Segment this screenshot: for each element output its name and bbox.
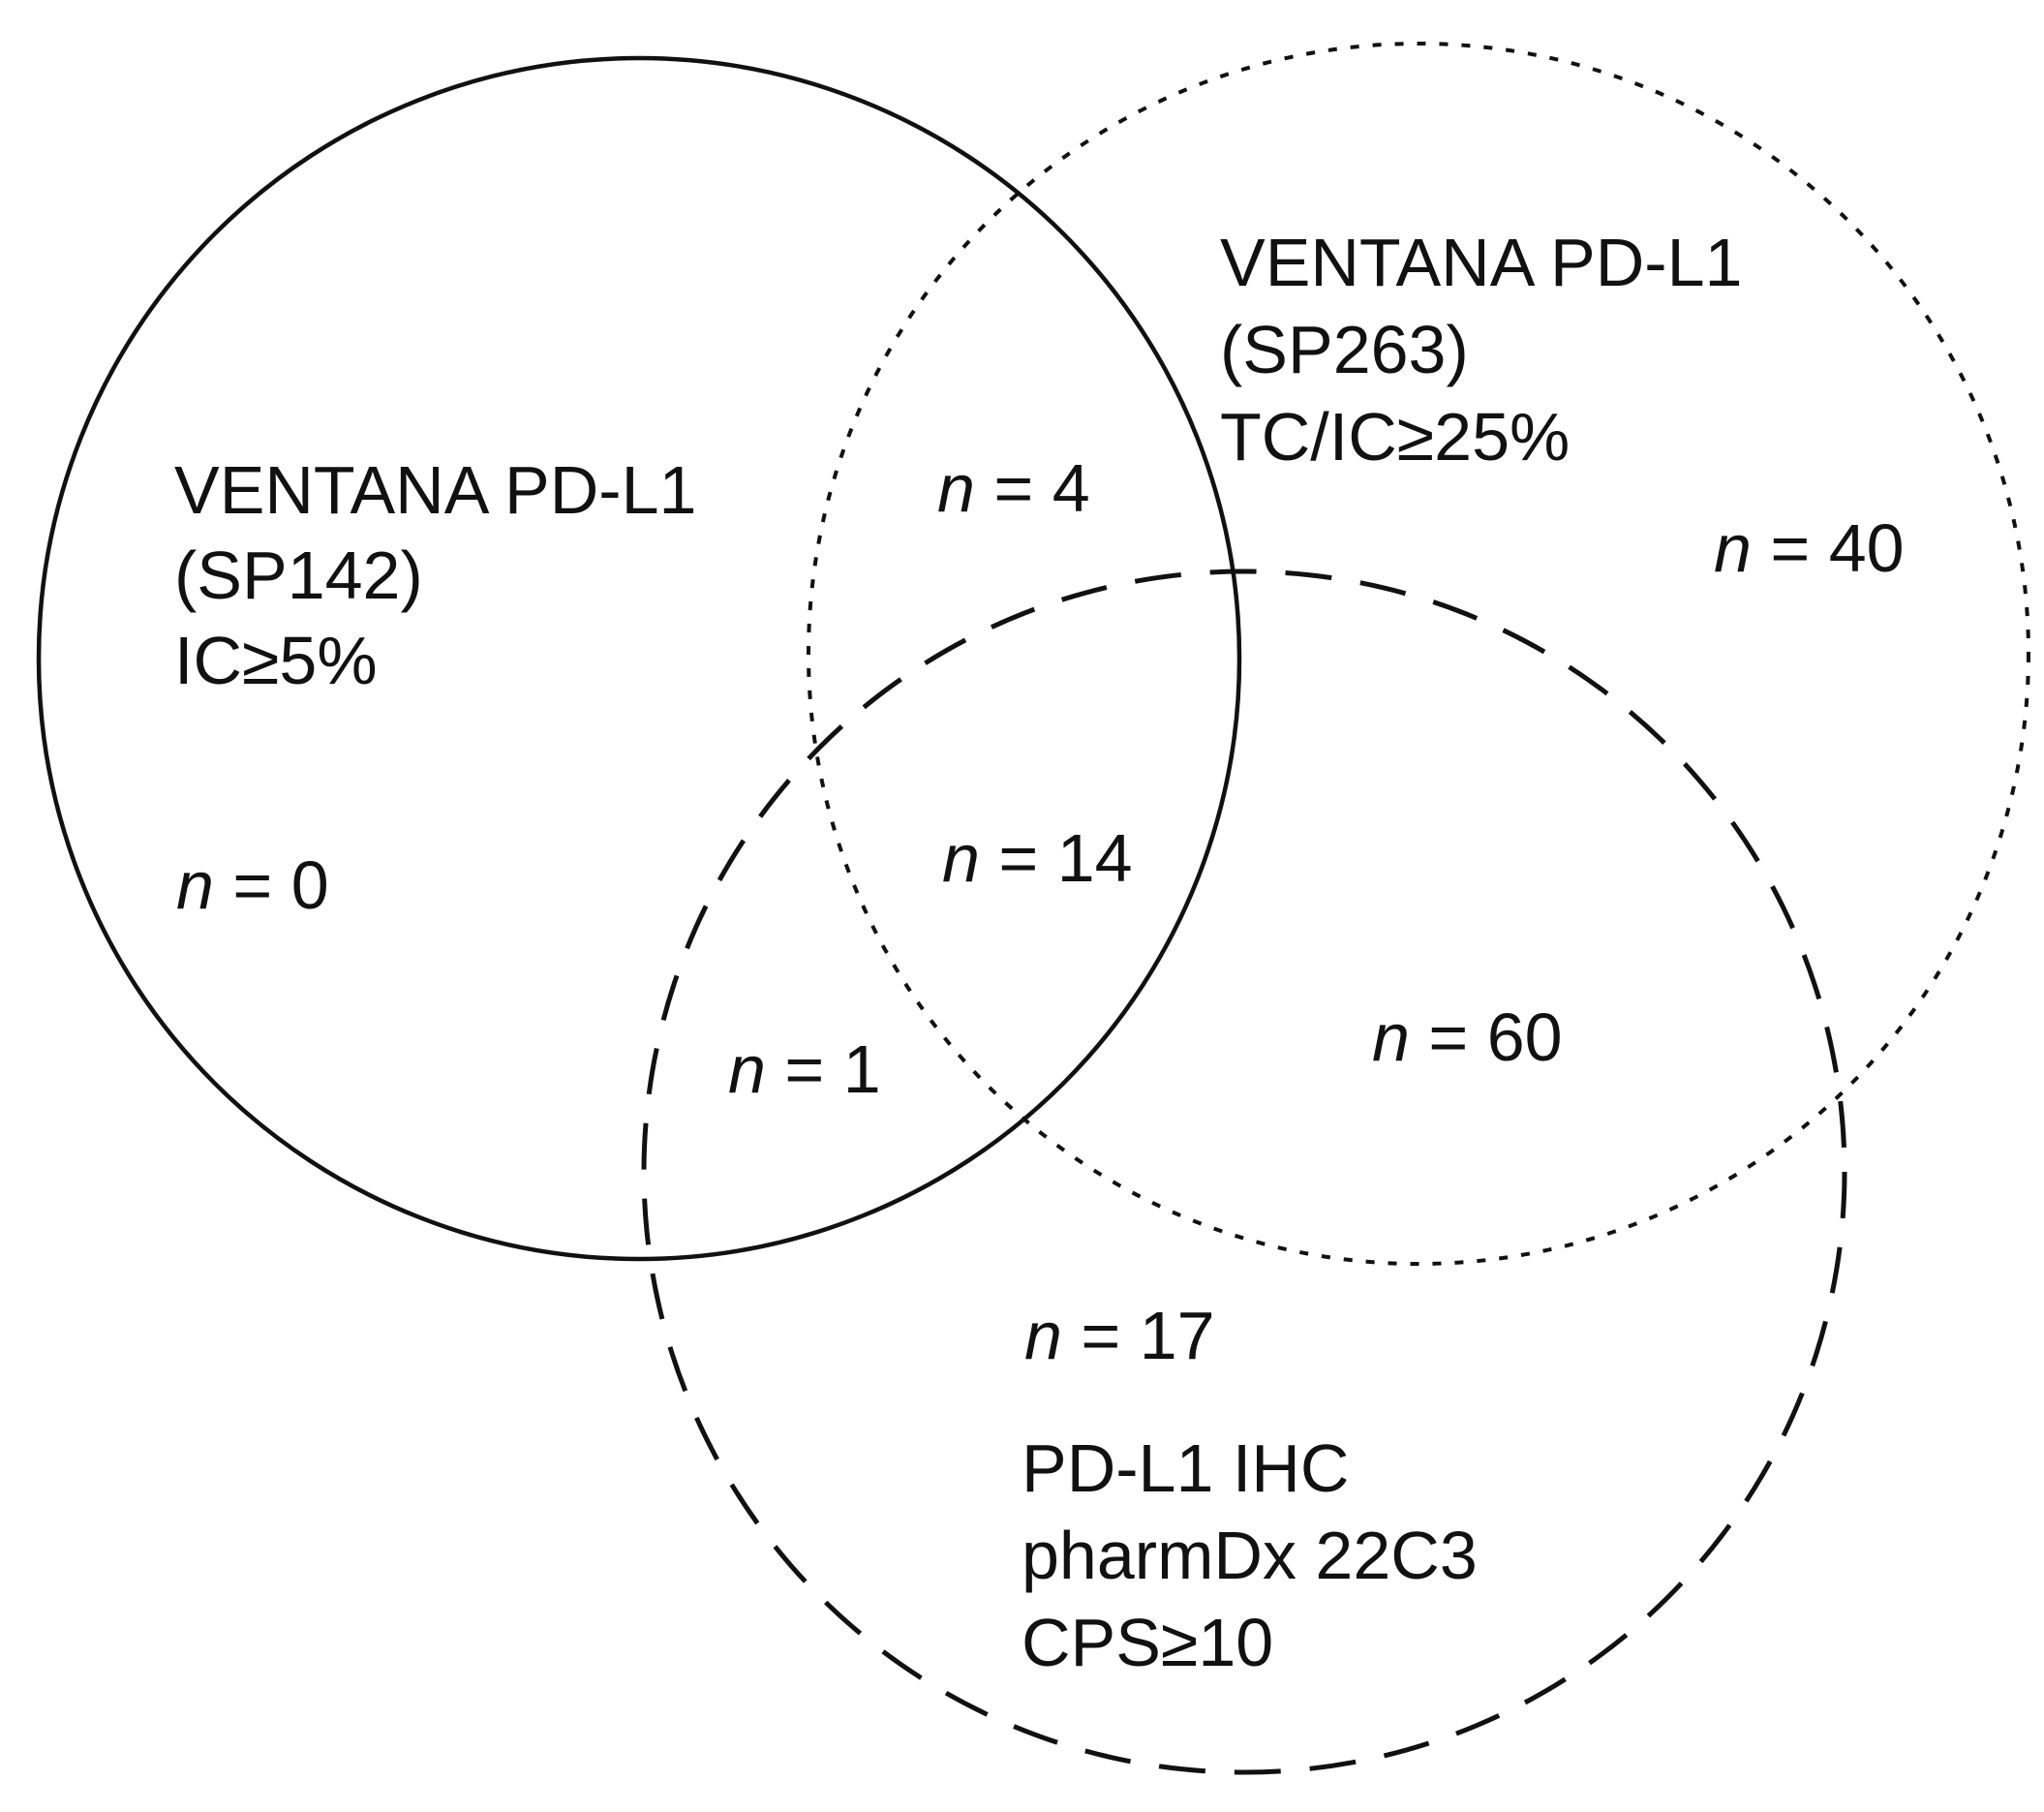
region-count-22c3-only: n = 17 [1024, 1298, 1215, 1373]
label-sp142-line1: VENTANA PD-L1 [174, 452, 696, 528]
region-count-sp142-22c3: n = 1 [728, 1031, 881, 1107]
region-count-sp263-22c3: n = 60 [1372, 999, 1563, 1075]
label-sp142-line3: IC≥5% [174, 623, 378, 698]
circle-sp263 [807, 42, 2030, 1266]
region-count-sp263-only: n = 40 [1714, 510, 1905, 586]
label-sp263-line3: TC/IC≥25% [1220, 399, 1570, 475]
region-count-all-three: n = 14 [942, 820, 1133, 896]
circle-22c3 [641, 568, 1847, 1775]
circle-sp142 [36, 55, 1242, 1262]
label-22c3-line1: PD-L1 IHC [1022, 1430, 1349, 1506]
region-count-sp142-sp263: n = 4 [937, 450, 1090, 526]
label-sp263-line2: (SP263) [1220, 312, 1469, 387]
label-sp263-line1: VENTANA PD-L1 [1220, 225, 1742, 300]
label-sp142-line2: (SP142) [174, 537, 423, 613]
label-22c3-line3: CPS≥10 [1022, 1605, 1273, 1680]
region-count-sp142-only: n = 0 [176, 847, 329, 923]
label-22c3-line2: pharmDx 22C3 [1022, 1518, 1478, 1593]
